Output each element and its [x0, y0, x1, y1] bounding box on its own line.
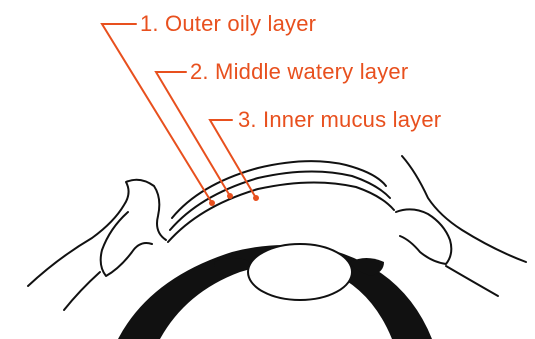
leader-dot-layer-2: [227, 193, 233, 199]
label-middle-watery-layer: 2. Middle watery layer: [190, 59, 408, 84]
label-outer-oily-layer: 1. Outer oily layer: [140, 11, 316, 36]
right-eyelid-fold: [396, 209, 451, 264]
label-inner-mucus-layer: 3. Inner mucus layer: [238, 107, 441, 132]
callout-leaders: [102, 24, 259, 206]
leader-dot-layer-1: [209, 200, 215, 206]
right-eyelid-lower: [446, 266, 498, 296]
left-eyelid-fold: [101, 212, 152, 276]
leader-layer-1: [102, 24, 212, 203]
left-eyelid-upper: [28, 180, 166, 286]
left-eyelid-lower: [64, 272, 100, 310]
middle-watery-layer-arc: [170, 171, 390, 230]
lens: [248, 244, 352, 300]
eye-cross-section: [28, 156, 526, 339]
leader-dot-layer-3: [253, 195, 259, 201]
right-eyelid-upper: [402, 156, 526, 262]
